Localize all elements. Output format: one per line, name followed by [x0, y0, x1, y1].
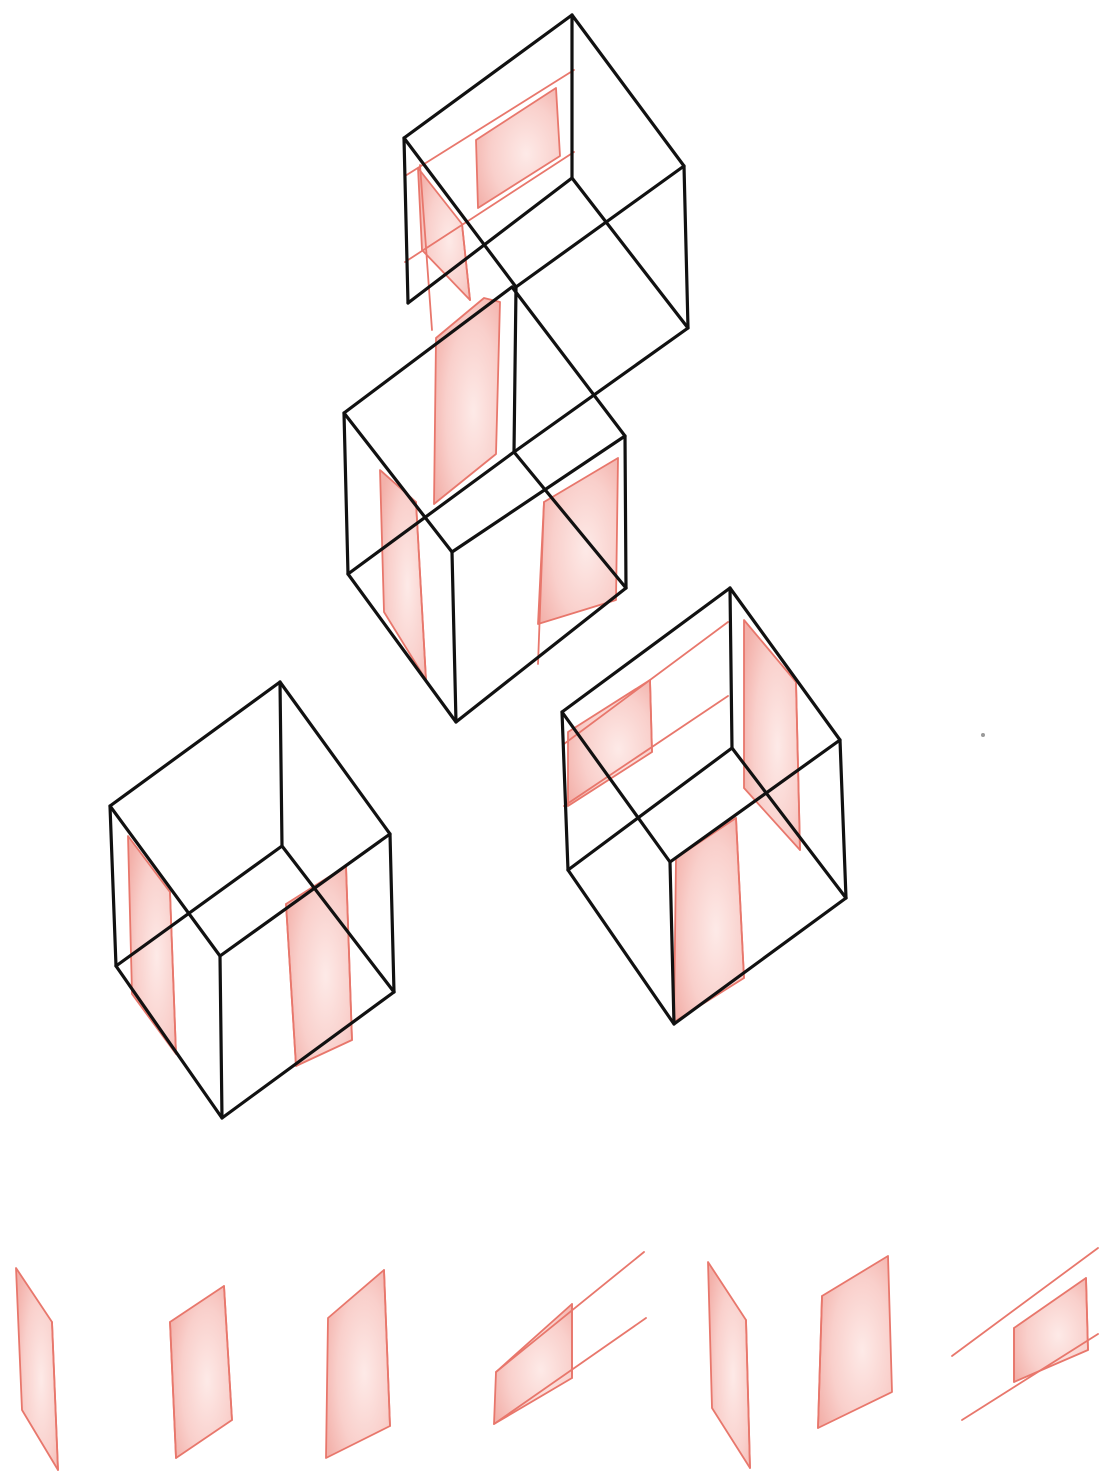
cube-middle-panels	[380, 458, 618, 680]
panel	[434, 298, 500, 504]
legend-pieces	[16, 1248, 1098, 1470]
piece-6	[818, 1256, 892, 1428]
piece-1	[16, 1268, 58, 1470]
panel	[744, 620, 800, 850]
piece-2	[170, 1286, 232, 1458]
panel	[1014, 1278, 1088, 1382]
panel	[708, 1262, 750, 1468]
panel	[16, 1268, 58, 1470]
cube-bottom-right	[562, 588, 846, 1024]
panel	[538, 458, 618, 624]
cube-bottom-right-panels	[564, 620, 800, 1022]
panel	[170, 1286, 232, 1458]
speck-dot	[981, 733, 985, 737]
panel	[326, 1270, 390, 1458]
piece-5	[708, 1262, 750, 1468]
panel	[128, 836, 176, 1054]
piece-4	[494, 1252, 646, 1424]
cube-bottom-left	[110, 682, 394, 1118]
panel	[818, 1256, 892, 1428]
cube-top	[404, 15, 688, 504]
piece-3	[326, 1270, 390, 1458]
panel	[674, 818, 744, 1022]
piece-7	[952, 1248, 1098, 1420]
